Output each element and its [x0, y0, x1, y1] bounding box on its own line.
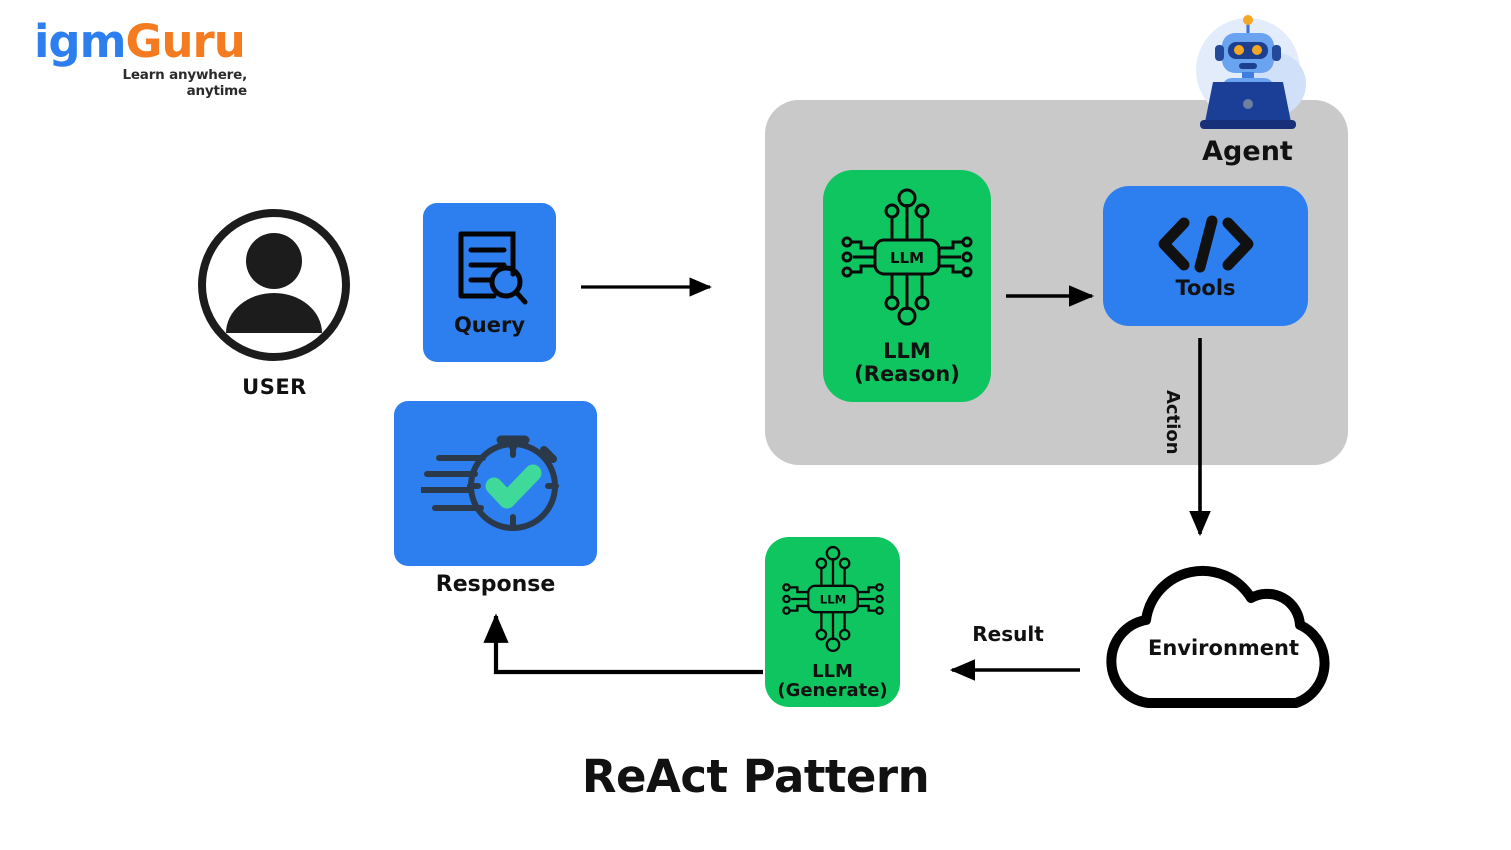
llm-reason-label-line1: LLM	[883, 339, 931, 364]
logo-wordmark: igmGuru	[34, 18, 254, 66]
logo-tagline: Learn anywhere, anytime	[122, 67, 247, 99]
llm-generate-label: LLM (Generate)	[777, 660, 888, 701]
logo-word-guru: Guru	[125, 15, 246, 68]
edge-label-result: Result	[972, 622, 1044, 646]
document-search-icon	[458, 231, 527, 305]
llm-generate-card[interactable]: LLM LLM (Generate)	[765, 537, 900, 707]
chip-llm-text: LLM	[890, 249, 924, 267]
code-brackets-icon	[1158, 215, 1253, 273]
agent-node	[1186, 12, 1310, 137]
diagram-title: ReAct Pattern	[581, 750, 930, 803]
robot-laptop-icon	[1196, 15, 1306, 129]
cloud-icon	[1106, 565, 1330, 708]
agent-label: Agent	[1202, 136, 1293, 167]
tools-card[interactable]: Tools	[1103, 186, 1308, 326]
query-label: Query	[453, 313, 526, 338]
response-card[interactable]	[394, 401, 597, 566]
stopwatch-check-icon	[420, 435, 559, 531]
llm-generate-label-line1: LLM	[812, 660, 853, 682]
llm-reason-label-line2: (Reason)	[854, 362, 960, 386]
edge-label-action: Action	[1162, 390, 1183, 455]
query-card[interactable]: Query	[423, 203, 556, 362]
ai-chip-icon: LLM	[781, 545, 884, 652]
arrow-generate-to-response	[483, 613, 763, 675]
llm-generate-label-line2: (Generate)	[777, 680, 888, 701]
user-node	[197, 207, 352, 407]
ai-chip-icon: LLM	[841, 188, 973, 326]
environment-label: Environment	[1147, 636, 1300, 660]
user-avatar-icon	[198, 209, 350, 361]
chip-llm-text: LLM	[819, 592, 845, 606]
response-label: Response	[435, 572, 556, 597]
tools-label: Tools	[1175, 275, 1236, 300]
environment-node	[1096, 553, 1351, 713]
llm-reason-label: LLM (Reason)	[854, 340, 960, 385]
igmguru-logo: igmGuru Learn anywhere, anytime	[34, 18, 254, 100]
user-label: USER	[242, 375, 307, 399]
logo-word-igm: igm	[34, 15, 127, 68]
llm-reason-card[interactable]: LLM LLM (Reason)	[823, 170, 991, 402]
